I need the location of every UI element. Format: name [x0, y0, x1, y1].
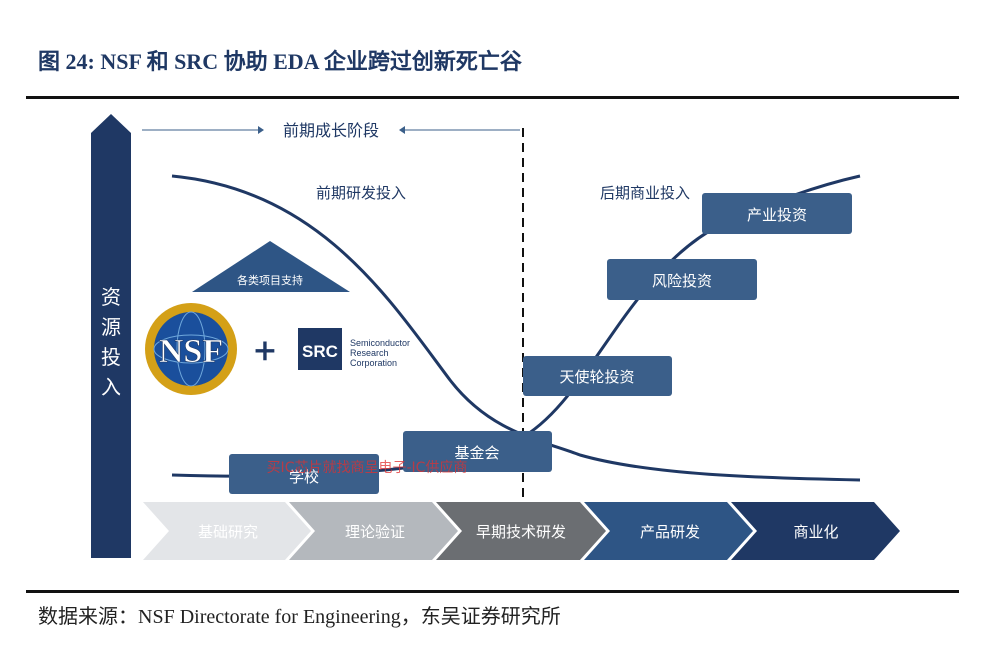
funding-box-school-label: 学校: [289, 468, 319, 486]
stage-chevron-3: [436, 502, 606, 560]
stage-label-5: 商业化: [793, 523, 838, 541]
stage-chevron-4: [584, 502, 753, 560]
axis-char-2: 源: [101, 315, 121, 339]
src-logo-text: SRC: [302, 342, 338, 361]
stage-label-4: 产品研发: [640, 523, 700, 541]
funding-box-vc-label: 风险投资: [652, 272, 712, 290]
funding-box-foundation: 基金会: [403, 431, 552, 472]
src-subtitle-3: Corporation: [350, 358, 397, 368]
resource-axis-arrow: [91, 114, 131, 558]
src-subtitle-2: Research: [350, 348, 389, 358]
src-logo: SRC Semiconductor Research Corporation: [298, 328, 410, 370]
axis-char-4: 入: [101, 375, 121, 399]
funding-box-industry: 产业投资: [702, 193, 852, 234]
stage-label-1: 基础研究: [198, 523, 258, 541]
stage-label-3: 早期技术研发: [476, 523, 566, 541]
funding-box-vc: 风险投资: [607, 259, 757, 300]
funding-box-angel-label: 天使轮投资: [559, 368, 634, 386]
stage-chevron-5: [731, 502, 900, 560]
late-commercial-label: 后期商业投入: [600, 184, 690, 202]
nsf-logo: NSF: [145, 303, 237, 395]
top-divider: [26, 96, 959, 99]
early-stage-label: 前期成长阶段: [283, 121, 379, 140]
plus-sign: +: [252, 333, 277, 368]
bottom-divider: [26, 590, 959, 593]
axis-char-3: 投: [101, 345, 121, 369]
funding-box-industry-label: 产业投资: [747, 206, 807, 224]
support-label: 各类项目支持: [237, 273, 303, 287]
early-stage-arrowhead-right: [399, 126, 405, 134]
funding-box-foundation-label: 基金会: [454, 444, 499, 462]
early-rd-label: 前期研发投入: [316, 184, 406, 202]
figure-title: 图 24: NSF 和 SRC 协助 EDA 企业跨过创新死亡谷: [38, 49, 522, 74]
stage-label-2: 理论验证: [345, 523, 405, 541]
figure-source: 数据来源：NSF Directorate for Engineering，东吴证…: [38, 606, 561, 628]
early-stage-arrowhead-left: [258, 126, 264, 134]
axis-char-1: 资: [101, 285, 121, 309]
support-triangle: [192, 241, 350, 292]
stage-chevron-2: [289, 502, 458, 560]
stage-chevron-1: [143, 502, 311, 560]
nsf-logo-text: NSF: [159, 333, 223, 370]
early-rd-curve: [171, 174, 861, 482]
funding-box-angel: 天使轮投资: [523, 356, 672, 396]
src-subtitle-1: Semiconductor: [350, 338, 410, 348]
watermark-text: 买IC芯片就找商呈电子-IC供应商: [267, 459, 468, 476]
funding-box-school: 学校: [229, 454, 379, 494]
